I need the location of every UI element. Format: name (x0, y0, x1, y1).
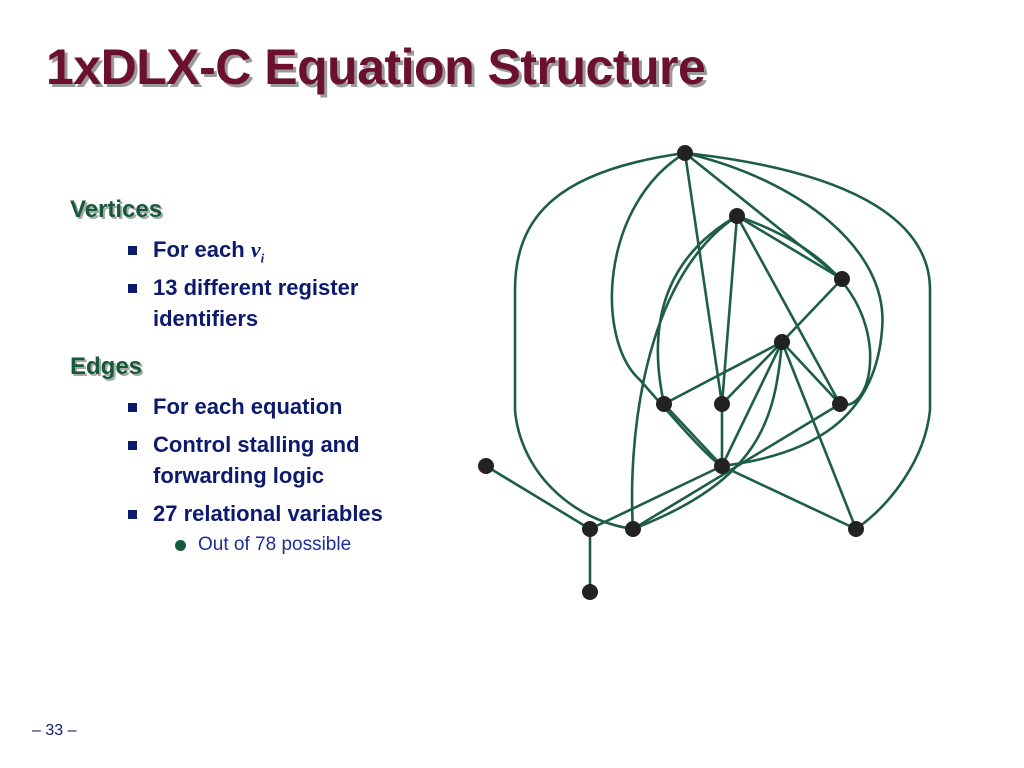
graph-edge (781, 278, 843, 343)
vertices-bullet-1: For each vi (153, 234, 443, 273)
graph-vertex (834, 271, 850, 287)
bullet-square-icon (128, 441, 137, 450)
graph-edge (736, 214, 872, 407)
graph-edge (684, 151, 932, 531)
edges-bullet-1: For each equation (153, 394, 343, 419)
graph-vertex (625, 521, 641, 537)
graph-vertex (478, 458, 494, 474)
graph-edge (720, 341, 784, 467)
bullet-square-icon (128, 510, 137, 519)
graph-edge (513, 151, 686, 531)
bullet-square-icon (128, 284, 137, 293)
graph-edge (610, 151, 723, 468)
graph-edge (485, 464, 591, 531)
edges-bullet-3: 27 relational variables (153, 501, 383, 526)
graph-edge (589, 464, 723, 531)
bullet-dot-icon (175, 540, 186, 551)
vertex-variable: vi (250, 237, 265, 266)
edges-bullet-2: Control stalling and forwarding logic (153, 432, 360, 488)
graph-vertex (729, 208, 745, 224)
graph-edge (735, 215, 842, 405)
graph-edge (683, 152, 724, 405)
graph-vertex (582, 584, 598, 600)
slide-title: 1xDLX-C Equation Structure (46, 39, 706, 95)
graph-vertex (582, 521, 598, 537)
edges-heading: Edges (70, 353, 143, 380)
graph-vertex (832, 396, 848, 412)
vertices-heading: Vertices (70, 196, 163, 223)
graph-edge (781, 341, 841, 405)
graph-edge (632, 341, 784, 531)
page-number: – 33 – (32, 722, 77, 739)
edges-subbullet-1: Out of 78 possible (198, 534, 352, 555)
graph-edge (656, 214, 738, 405)
graph-vertex (656, 396, 672, 412)
graph-vertex (848, 521, 864, 537)
graph-edge (720, 215, 739, 405)
vertices-bullet-1-text: For each (153, 237, 251, 262)
bullet-square-icon (128, 246, 137, 255)
graph-vertex (677, 145, 693, 161)
bullet-square-icon (128, 403, 137, 412)
graph-vertex (714, 458, 730, 474)
graph-edge (684, 151, 884, 468)
graph-edge (663, 340, 783, 406)
graph-edge (736, 214, 843, 281)
graph-edge (721, 464, 857, 531)
graph-edge (721, 341, 783, 405)
graph-edge (630, 214, 738, 530)
graph-vertex (714, 396, 730, 412)
vertices-bullet-2: 13 different register identifiers (153, 275, 359, 331)
graph-vertex (774, 334, 790, 350)
graph-edge (663, 403, 723, 467)
